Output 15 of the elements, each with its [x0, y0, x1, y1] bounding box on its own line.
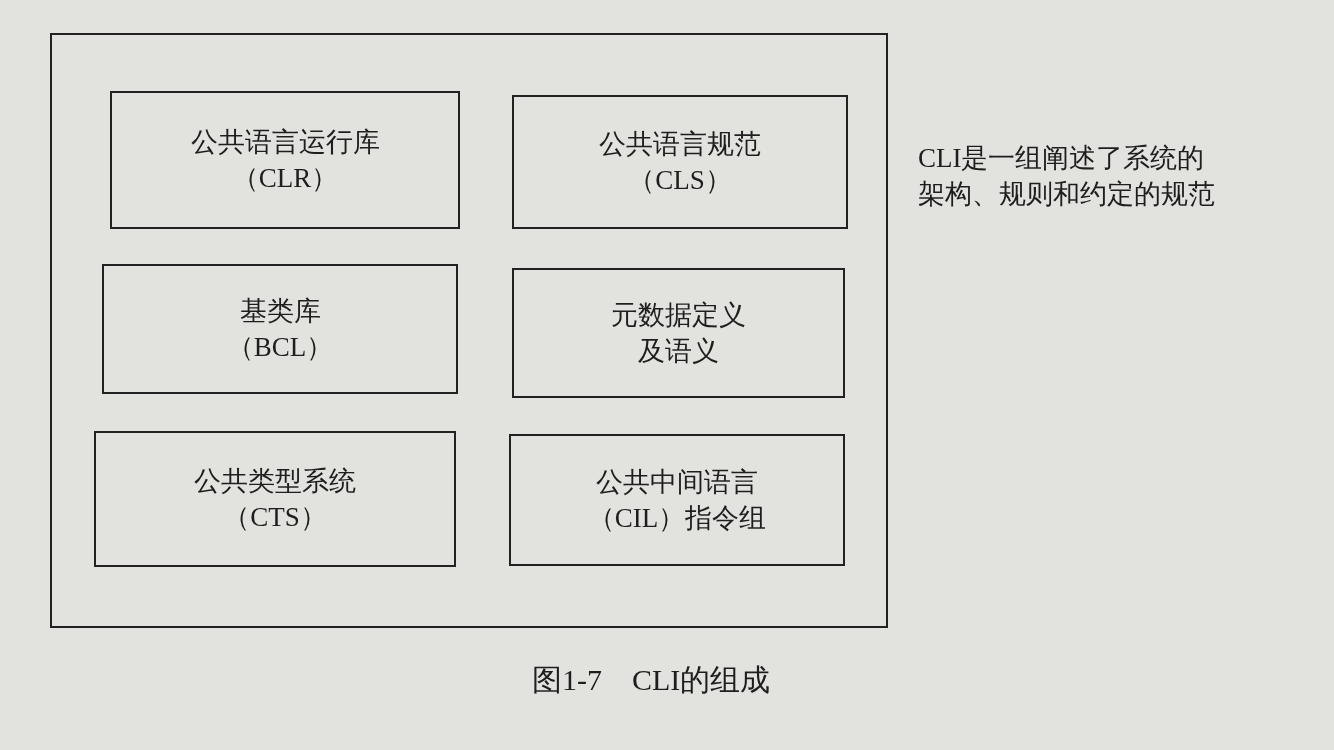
component-box [94, 431, 456, 567]
box-label: 公共中间语言（CIL）指令组 [586, 466, 768, 535]
component-box [512, 95, 848, 229]
component-box [509, 434, 845, 566]
box-label: 基类库（BCL） [225, 295, 335, 364]
box-label: 公共类型系统（CTS） [193, 465, 357, 534]
component-box [102, 264, 458, 394]
frame-box [50, 33, 888, 628]
component-box [512, 268, 845, 398]
figure-caption: 图1-7 CLI的组成 [532, 662, 771, 698]
box-label: 元数据定义及语义 [610, 299, 747, 368]
component-box [110, 91, 460, 229]
side-note: CLI是一组阐述了系统的架构、规则和约定的规范 [918, 142, 1216, 211]
box-label: 公共语言运行库（CLR） [189, 126, 381, 195]
box-label: 公共语言规范（CLS） [598, 128, 762, 197]
